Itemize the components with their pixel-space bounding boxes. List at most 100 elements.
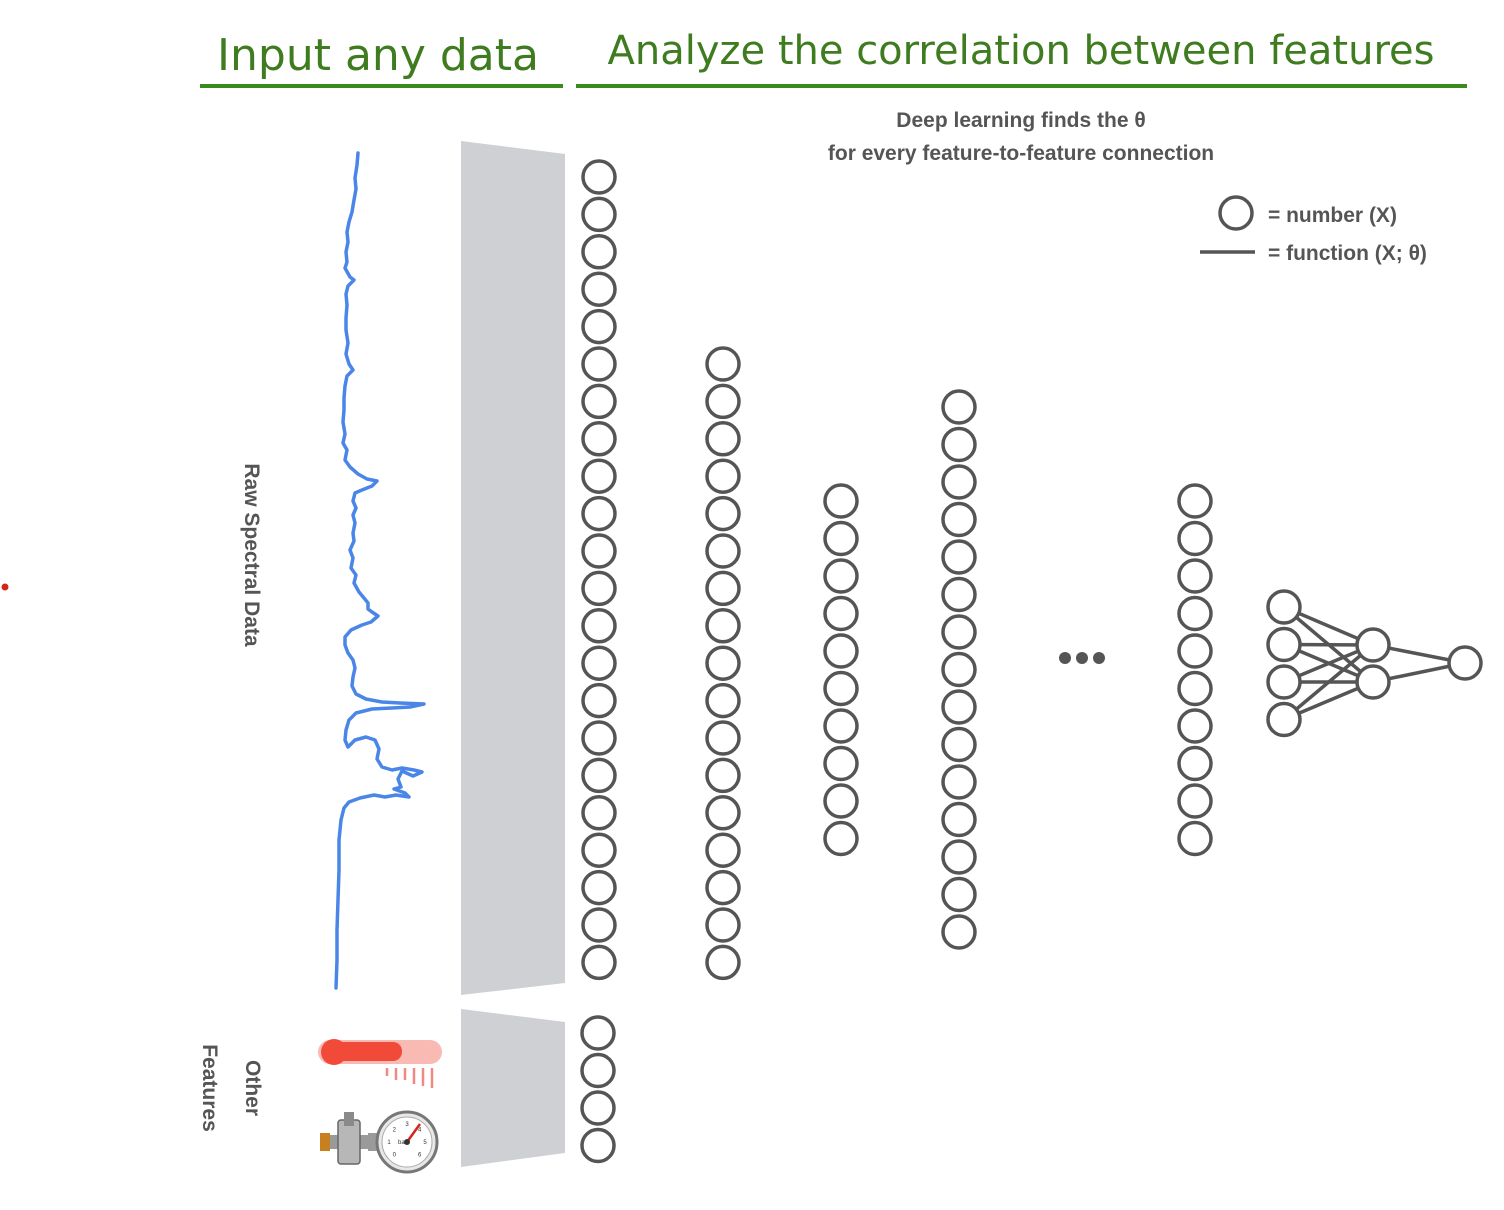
node [705, 608, 741, 644]
node [941, 914, 977, 950]
funnel-spectral [461, 141, 565, 995]
layer-1 [581, 159, 617, 981]
node [1447, 645, 1483, 681]
node [941, 539, 977, 575]
heading-analyze: Analyze the correlation between features [608, 28, 1435, 74]
node [705, 383, 741, 420]
node [1177, 483, 1213, 519]
legend-edge-label: = function (X; θ) [1268, 242, 1427, 265]
node [941, 689, 977, 725]
node [581, 421, 617, 457]
node [581, 383, 617, 420]
node [941, 801, 977, 838]
node [705, 495, 741, 532]
node [941, 726, 977, 763]
label-other-line2: Features [198, 1044, 221, 1132]
node [581, 757, 617, 794]
layer-3 [823, 483, 859, 857]
node [581, 682, 617, 719]
node [581, 720, 617, 756]
node [705, 907, 741, 943]
node [581, 795, 617, 831]
caption-line1: Deep learning finds the θ [896, 109, 1145, 132]
spectrum-curve [334, 151, 426, 990]
layer-other-features [580, 1015, 616, 1164]
node [1355, 664, 1391, 700]
node [705, 570, 741, 607]
ellipsis [1059, 652, 1105, 664]
heading-input-underline [200, 84, 563, 88]
layer-2 [705, 346, 741, 981]
node [1177, 670, 1213, 707]
node [705, 682, 741, 719]
node [823, 483, 859, 519]
gauge-tick-label: 0 [393, 1153, 397, 1159]
node [1266, 664, 1302, 700]
ellipsis-dot [1093, 652, 1105, 664]
gauge-tick-label: 3 [405, 1122, 409, 1128]
legend-node-label: = number (X) [1268, 204, 1397, 227]
node [1177, 783, 1213, 819]
node [580, 1015, 616, 1051]
node [581, 159, 617, 195]
node [823, 820, 859, 857]
node [941, 651, 977, 688]
node [941, 839, 977, 875]
node [1266, 589, 1302, 625]
node [1355, 627, 1391, 663]
node [1177, 633, 1213, 669]
node [581, 346, 617, 382]
node [941, 764, 977, 800]
node [823, 708, 859, 744]
node [823, 670, 859, 707]
output-block [1266, 589, 1483, 738]
node [941, 426, 977, 463]
node [941, 576, 977, 613]
node [581, 645, 617, 681]
node [941, 464, 977, 500]
node [1177, 520, 1213, 557]
node [581, 944, 617, 981]
neural-network [580, 159, 1483, 1164]
node [581, 495, 617, 532]
node [581, 570, 617, 607]
node [705, 757, 741, 794]
node [581, 832, 617, 868]
node [581, 271, 617, 307]
layer-4 [941, 389, 977, 950]
node [580, 1127, 616, 1164]
node [941, 389, 977, 425]
node [823, 595, 859, 632]
node [705, 869, 741, 906]
node [580, 1052, 616, 1089]
node [823, 558, 859, 594]
node [823, 745, 859, 782]
label-raw-spectral: Raw Spectral Data [240, 463, 263, 647]
heading-analyze-underline [576, 84, 1467, 88]
edge [1282, 643, 1375, 721]
node [705, 795, 741, 831]
thermometer-icon [318, 1039, 442, 1088]
node [823, 633, 859, 669]
node [1177, 745, 1213, 782]
node [705, 832, 741, 868]
heading-input: Input any data [217, 30, 539, 81]
node [1177, 558, 1213, 594]
node [705, 645, 741, 681]
gauge-tick-label: 1 [387, 1140, 391, 1146]
gauge-tick-label: 6 [418, 1153, 422, 1159]
node [581, 458, 617, 494]
node [705, 720, 741, 756]
funnel-other [461, 1009, 565, 1167]
marker-dot [1, 583, 9, 591]
node [581, 234, 617, 270]
node [941, 501, 977, 538]
node [705, 421, 741, 457]
node [705, 944, 741, 981]
node [580, 1090, 616, 1126]
gauge-tick-label: 5 [423, 1140, 427, 1146]
node [705, 458, 741, 494]
node [941, 614, 977, 650]
gauge-tick-label: 4 [418, 1127, 422, 1133]
